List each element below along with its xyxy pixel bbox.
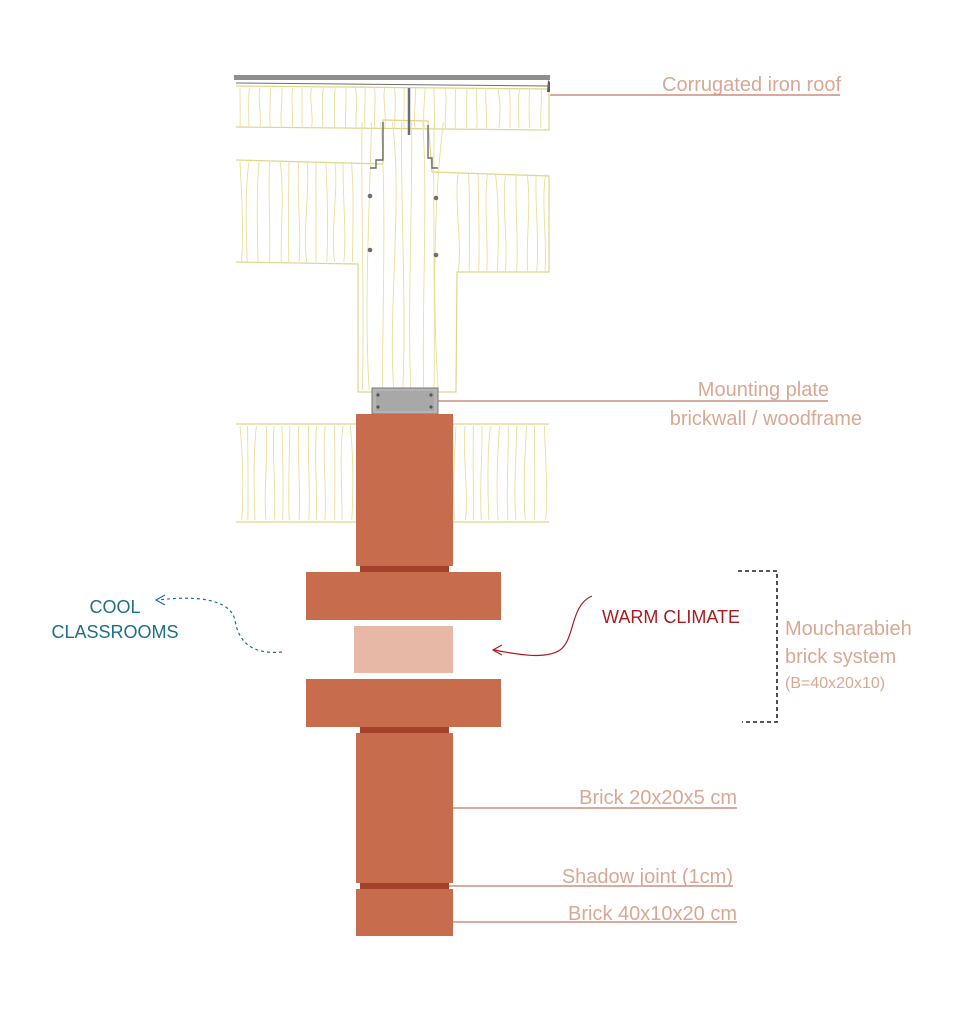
shadow-joint-upper [360,566,449,572]
label-cool-line2: CLASSROOMS [51,622,178,642]
label-cool-line1: COOL [89,597,140,617]
shadow-joint-middle [360,727,449,733]
roof-purlin [235,85,550,131]
label-roof: Corrugated iron roof [662,74,841,96]
brick-wide-bottom [306,679,501,727]
warm-climate-arrow [491,595,593,657]
corrugated-roof-sheet [234,75,550,135]
label-mounting-plate-line1: Mounting plate [698,379,829,401]
timber-structure [235,85,550,523]
floor-timber [236,423,549,523]
brick-column [306,414,501,936]
brick-base [356,889,453,936]
label-moucharabieh-line1: Moucharabieh [785,618,912,640]
leader-lines [438,94,840,923]
label-brick-small: Brick 20x20x5 cm [579,787,737,809]
label-moucharabieh-line2: brick system [785,646,896,668]
timber-beam-and-post [235,119,550,393]
label-moucharabieh-line3: (B=40x20x10) [785,675,885,692]
label-warm-climate: WARM CLIMATE [602,607,740,627]
label-brick-large: Brick 40x10x20 cm [568,903,737,925]
brick-wide-top [306,572,501,620]
label-mounting-plate-line2: brickwall / woodframe [670,408,862,430]
shadow-joint-lower [360,883,449,889]
brick-light-center [354,626,453,673]
mounting-plate [371,387,439,415]
moucharabieh-bracket [738,570,778,723]
brick-upper [356,414,453,566]
label-shadow-joint: Shadow joint (1cm) [562,866,733,888]
cool-classrooms-arrow [154,594,283,653]
labels: Corrugated iron roof Mounting plate bric… [51,74,911,925]
brick-lower [356,733,453,883]
steel-brackets [367,122,439,258]
